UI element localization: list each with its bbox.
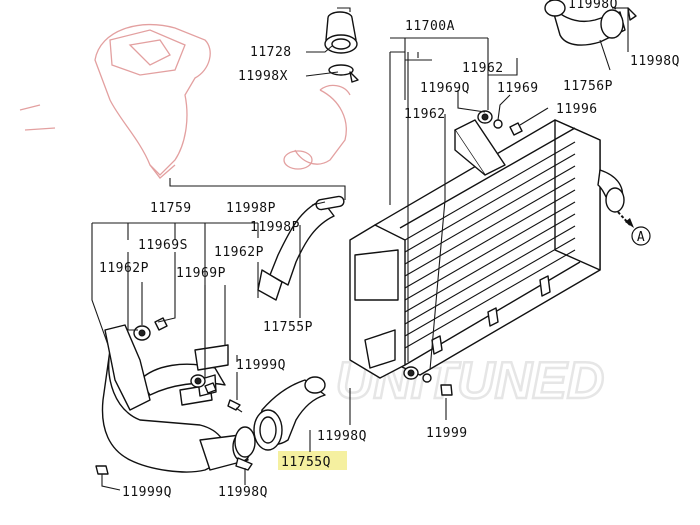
part-label: 11999 (426, 426, 468, 441)
part-label: 11962 (404, 107, 446, 122)
part-label: 11999Q (236, 358, 286, 373)
part-label: 11969Q (420, 81, 470, 96)
hardware (95, 110, 523, 475)
intercooler-core (349, 119, 625, 379)
part-label: 11969P (176, 266, 226, 281)
arrow-ref-label: A (637, 230, 645, 245)
clamp-11998Q-lower (234, 426, 256, 471)
part-label: 11969 (497, 81, 539, 96)
part-label: 11700A (405, 19, 455, 34)
part-label: 11998Q (317, 429, 367, 444)
hose-11755P (257, 195, 345, 301)
part-label: 11996 (556, 102, 598, 117)
part-label: 11755P (263, 320, 313, 335)
part-label: 11962 (462, 61, 504, 76)
leader-lines (91, 7, 629, 491)
part-label: 11969S (138, 238, 188, 253)
highlight-box (278, 451, 347, 470)
part-label: 11998P (226, 201, 276, 216)
part-label: 11759 (150, 201, 192, 216)
part-label: 11998X (238, 69, 288, 84)
arrow-ref-A: A (617, 211, 651, 246)
part-label: 11756P (563, 79, 613, 94)
part-label: 11998Q (630, 54, 680, 69)
part-label: 11998Q (218, 485, 268, 500)
part-label: 11962P (214, 245, 264, 260)
part-labels: 11998Q 11700A 11998Q 11728 11998X 11962 … (99, 0, 680, 500)
hose-11755Q (253, 376, 326, 451)
ghost-turbo-assembly (19, 23, 351, 179)
part-label: 11999Q (122, 485, 172, 500)
part-label: 11962P (99, 261, 149, 276)
pipe-11728 (324, 11, 359, 83)
part-label: 11998Q (568, 0, 618, 12)
part-label: 11728 (250, 45, 292, 60)
pipe-11756P (544, 0, 637, 46)
pipe-11759 (101, 324, 252, 473)
part-label: 11998P (250, 220, 300, 235)
part-label-highlighted: 11755Q (281, 455, 331, 470)
